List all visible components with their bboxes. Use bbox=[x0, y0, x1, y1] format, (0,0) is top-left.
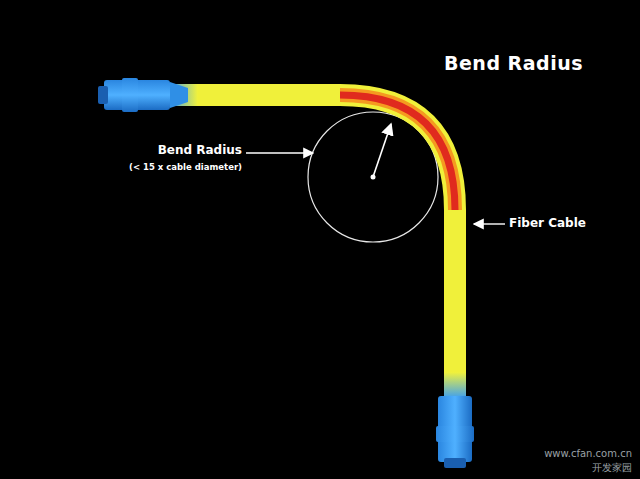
callout-label: Bend Radius bbox=[158, 143, 242, 157]
leader-line bbox=[474, 223, 505, 224]
bottom-connector bbox=[436, 396, 474, 468]
callout-note: (< 15 x cable diameter) bbox=[129, 162, 242, 172]
radius-line bbox=[373, 124, 391, 177]
watermark: 开发家园 bbox=[592, 461, 632, 475]
center-dot bbox=[371, 175, 376, 180]
callout-label: Fiber Cable bbox=[509, 216, 586, 230]
left-connector bbox=[98, 78, 188, 112]
cable-boot bbox=[444, 372, 466, 398]
diagram-title: Bend Radius bbox=[444, 52, 583, 74]
leader-line bbox=[246, 152, 313, 153]
stress-zone-core bbox=[340, 95, 455, 210]
watermark: www.cfan.com.cn bbox=[544, 448, 632, 459]
fiber-cable bbox=[185, 95, 455, 385]
stress-zone bbox=[340, 95, 455, 210]
